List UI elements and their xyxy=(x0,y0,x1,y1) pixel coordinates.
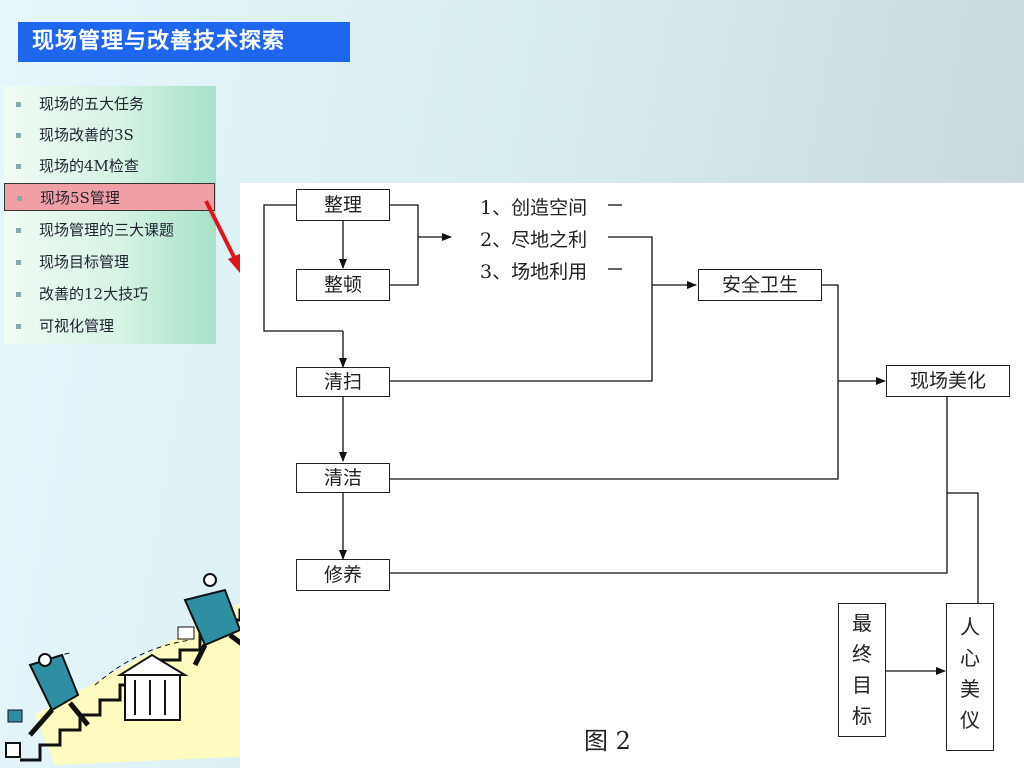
benefit-text: 1、创造空间 xyxy=(480,197,588,219)
site-beautification-box: 现场美化 xyxy=(886,365,1010,397)
nav-item-label: 现场5S管理 xyxy=(40,189,120,207)
diagram-connectors xyxy=(263,204,979,675)
people-beauty-box: 人 心 美 仪 xyxy=(946,603,994,751)
nav-item-5s[interactable]: 现场5S管理 xyxy=(4,183,215,211)
nav-item-3s[interactable]: 现场改善的3S xyxy=(4,121,216,149)
nav-item-label: 改善的12大技巧 xyxy=(39,285,149,303)
benefit-text: 2、尽地之利 xyxy=(480,229,588,251)
step-box-seiso: 清扫 xyxy=(296,367,390,397)
nav-item-label: 现场管理的三大课题 xyxy=(39,221,175,239)
step-box-seiri: 整理 xyxy=(296,189,390,221)
benefit-text: 3、场地利用 xyxy=(480,261,588,283)
bullet-icon xyxy=(16,260,21,265)
figure-caption: 图 2 xyxy=(584,727,631,755)
nav-item-label: 现场的五大任务 xyxy=(39,95,145,113)
people-beauty-char: 美 xyxy=(960,677,980,701)
sidebar-nav: 现场的五大任务 现场改善的3S 现场的4M检查 现场5S管理 现场管理的三大课题… xyxy=(4,86,216,344)
nav-item-three-topics[interactable]: 现场管理的三大课题 xyxy=(4,216,216,244)
nav-item-label: 现场目标管理 xyxy=(39,253,130,271)
nav-item-goal-mgmt[interactable]: 现场目标管理 xyxy=(4,248,216,276)
bullet-icon xyxy=(16,228,21,233)
people-beauty-char: 人 xyxy=(960,615,980,639)
red-arrow-icon xyxy=(204,200,242,273)
step-box-seiketsu: 清洁 xyxy=(296,463,390,493)
bullet-icon xyxy=(16,292,21,297)
nav-item-label: 现场的4M检查 xyxy=(39,157,139,175)
people-beauty-char: 仪 xyxy=(960,708,980,732)
5s-flow-diagram: 整理 整顿 清扫 清洁 修养 1、创造空间 2、尽地之利 3、场地利用 安全卫生… xyxy=(240,183,1024,768)
bullet-icon xyxy=(16,102,21,107)
final-goal-char: 目 xyxy=(852,673,872,697)
step-box-seiton: 整顿 xyxy=(296,269,390,301)
final-goal-char: 标 xyxy=(852,704,872,728)
nav-item-visual-mgmt[interactable]: 可视化管理 xyxy=(4,312,216,340)
nav-item-4m[interactable]: 现场的4M检查 xyxy=(4,152,216,180)
nav-item-five-tasks[interactable]: 现场的五大任务 xyxy=(4,90,216,118)
page-title: 现场管理与改善技术探索 xyxy=(18,22,350,62)
final-goal-char: 终 xyxy=(852,642,872,666)
bullet-icon xyxy=(16,164,21,169)
nav-item-12-skills[interactable]: 改善的12大技巧 xyxy=(4,280,216,308)
final-goal-char: 最 xyxy=(852,611,872,635)
nav-item-label: 现场改善的3S xyxy=(39,126,134,144)
step-box-shitsuke: 修养 xyxy=(296,559,390,591)
final-goal-box: 最 终 目 标 xyxy=(838,603,886,737)
bullet-icon xyxy=(16,133,21,138)
bullet-icon xyxy=(16,324,21,329)
people-beauty-char: 心 xyxy=(960,646,980,670)
climbing-stairs-illustration xyxy=(5,573,289,765)
bullet-icon xyxy=(17,196,22,201)
safety-hygiene-box: 安全卫生 xyxy=(698,269,822,301)
nav-item-label: 可视化管理 xyxy=(39,317,115,335)
